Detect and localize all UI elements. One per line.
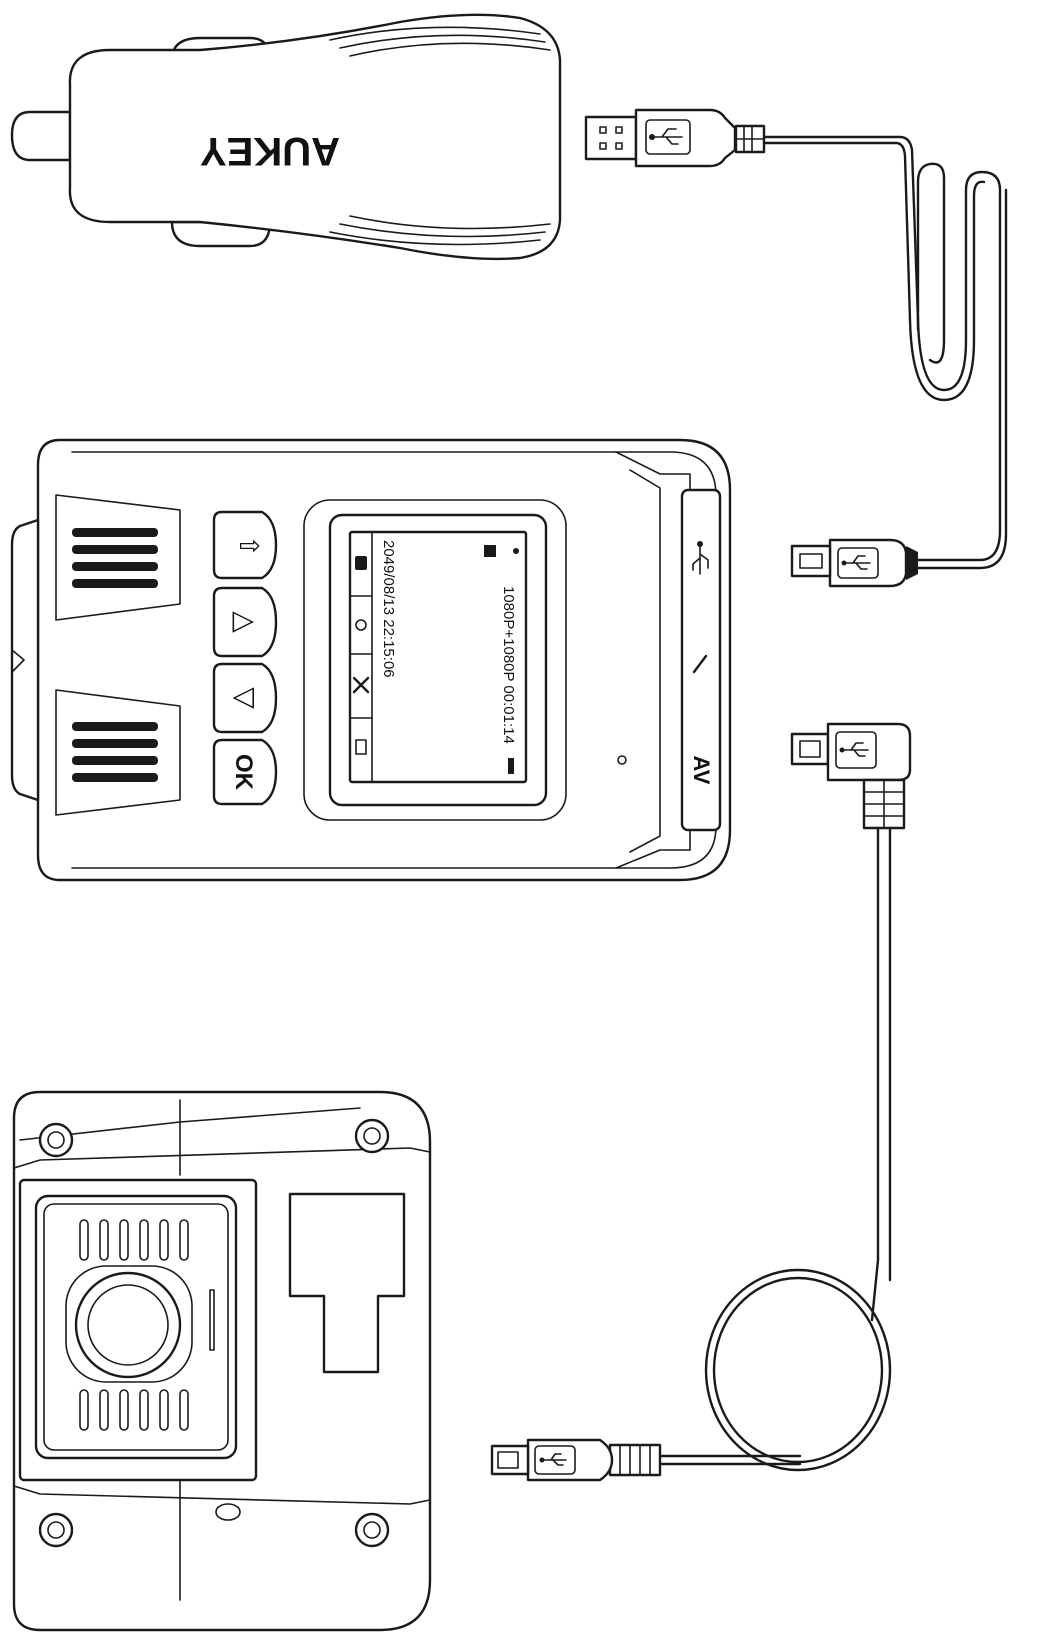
lock-icon (355, 556, 367, 570)
usb-symbol-icon (692, 541, 709, 575)
screw (38, 1512, 74, 1548)
battery-icon (508, 758, 514, 774)
camera-mode-icon (355, 739, 367, 755)
triangle-up-icon: △ (230, 611, 261, 633)
vent-bottom (72, 722, 158, 782)
ok-button[interactable]: OK (212, 738, 278, 806)
down-button[interactable]: ▽ (212, 662, 278, 734)
rear-cam-vent-bottom (79, 1389, 189, 1431)
rear-camera-lens (65, 1265, 193, 1383)
screw (354, 1118, 390, 1154)
dash-cam-main-unit: ⇧ △ ▽ OK 2049/08/13 22:15:06 1080P+1080P… (10, 438, 732, 882)
record-icon (484, 545, 519, 557)
screw (38, 1122, 74, 1158)
usb-symbol-icon (539, 1453, 567, 1466)
mic-icon (355, 619, 367, 631)
ok-button-label: OK (230, 754, 257, 791)
rear-camera-cable (490, 722, 912, 1482)
up-arrow-icon: ⇧ (234, 535, 264, 557)
screw (354, 1512, 390, 1548)
vent-top (72, 528, 158, 588)
car-charger: AUKEY (10, 13, 562, 261)
side-port-panel (680, 488, 722, 832)
mini-usb-plug-1 (790, 538, 918, 588)
mic-port-icon (692, 654, 708, 674)
usb-symbol-icon (841, 555, 871, 570)
rear-camera (12, 1090, 432, 1632)
av-port-label: AV (689, 756, 714, 785)
status-led (617, 755, 627, 765)
usb-symbol-icon (839, 742, 869, 757)
triangle-down-icon: ▽ (230, 687, 261, 709)
rear-cam-vent-top (79, 1219, 189, 1261)
settings-icon (352, 676, 370, 694)
screen (348, 530, 528, 784)
screen-resolution-timer: 1080P+1080P 00:01:14 (500, 586, 517, 744)
rear-camera-mount (288, 1192, 406, 1374)
menu-up-button[interactable]: ⇧ (212, 510, 278, 580)
charger-brand-label: AUKEY (200, 129, 340, 173)
up-button[interactable]: △ (212, 586, 278, 658)
usb-cable-charger (584, 108, 1008, 588)
screen-datetime: 2049/08/13 22:15:06 (380, 540, 397, 678)
usb-symbol-icon (649, 128, 683, 145)
